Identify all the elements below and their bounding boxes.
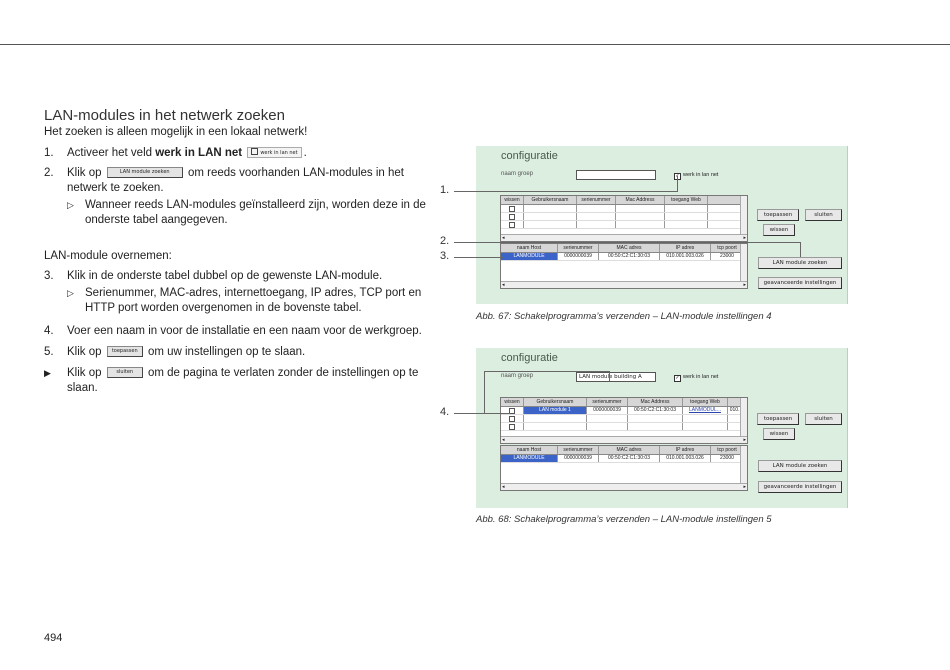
- checkbox-icon: ✓: [674, 375, 681, 382]
- callout-2-line: [454, 242, 800, 243]
- werk-in-lan-checkbox-image: werk in lan net: [247, 147, 302, 159]
- scroll-left-icon: ◂: [502, 282, 505, 288]
- table-row[interactable]: [501, 423, 747, 431]
- instructions-column: LAN-modules in het netwerk zoeken Het zo…: [44, 108, 434, 401]
- checkbox-icon: [509, 408, 515, 414]
- bottom-table: naam Host serienummer MAC adres IP adres…: [500, 243, 748, 289]
- top-table: wissen Gebruikersnaam serienummer Mac Ad…: [500, 195, 748, 242]
- wissen-button[interactable]: wissen: [763, 428, 795, 440]
- vertical-scrollbar[interactable]: [740, 244, 747, 288]
- checkbox-icon: [509, 222, 515, 228]
- subsection-title: LAN-module overnemen:: [44, 250, 172, 262]
- table-row[interactable]: [501, 415, 747, 423]
- vertical-scrollbar[interactable]: [740, 398, 747, 443]
- naam-groep-input[interactable]: [576, 170, 656, 180]
- lan-module-zoeken-button[interactable]: LAN module zoeken: [758, 460, 842, 472]
- lan-module-zoeken-button-image: LAN module zoeken: [106, 167, 183, 179]
- horizontal-scrollbar[interactable]: ◂▸: [501, 281, 747, 288]
- config-title: configuratie: [501, 352, 558, 364]
- arrow-icon: ▶: [44, 368, 51, 378]
- scroll-left-icon: ◂: [502, 484, 505, 490]
- table-row[interactable]: [501, 213, 747, 221]
- screenshot-configuratie-5: configuratie naam groep LAN module build…: [476, 348, 848, 508]
- section-title: LAN-modules in het netwerk zoeken: [44, 107, 285, 124]
- top-table: wissen Gebruikersnaam serienummer Mac Ad…: [500, 397, 748, 444]
- bottom-table-header: naam Host serienummer MAC adres IP adres…: [501, 244, 747, 253]
- table-row[interactable]: [501, 205, 747, 213]
- step-4: 4. Voer een naam in voor de installatie …: [44, 325, 422, 337]
- step-6: ▶ Klik op sluiten om de pagina te verlat…: [44, 367, 419, 394]
- naam-groep-label: naam groep: [501, 171, 534, 177]
- checkbox-icon: [509, 424, 515, 430]
- callout-4-line-up: [484, 371, 485, 413]
- step-2-result: ▷ Wanneer reeds LAN-modules geïnstalleer…: [67, 199, 426, 226]
- scroll-right-icon: ▸: [743, 282, 746, 288]
- vertical-scrollbar[interactable]: [740, 446, 747, 490]
- step-1: 1. Activeer het veld werk in LAN net wer…: [44, 147, 307, 159]
- naam-groep-input[interactable]: LAN module building A: [576, 372, 656, 382]
- geavanceerde-instellingen-button[interactable]: geavanceerde instellingen: [758, 481, 842, 493]
- callout-1-line-up: [677, 176, 678, 191]
- step-3: 3. Klik in de onderste tabel dubbel op d…: [44, 269, 434, 316]
- sluiten-button[interactable]: sluiten: [805, 413, 842, 425]
- checkbox-icon: [251, 148, 259, 156]
- callout-2: 2.: [440, 235, 450, 247]
- callout-4-line-top: [484, 371, 609, 372]
- naam-groep-label: naam groep: [501, 373, 534, 379]
- scroll-right-icon: ▸: [743, 235, 746, 241]
- horizontal-scrollbar[interactable]: ◂▸: [501, 483, 747, 490]
- callout-4: 4.: [440, 406, 450, 418]
- callout-1: 1.: [440, 184, 450, 196]
- checkbox-icon: [509, 416, 515, 422]
- sluiten-button[interactable]: sluiten: [805, 209, 842, 221]
- toepassen-button[interactable]: toepassen: [757, 209, 799, 221]
- step-5: 5. Klik op toepassen om uw instellingen …: [44, 346, 306, 358]
- bottom-table: naam Host serienummer MAC adres IP adres…: [500, 445, 748, 491]
- table-row[interactable]: LANMODULE 0000000039 00:50:C2:C1:30:03 0…: [501, 455, 747, 463]
- scroll-right-icon: ▸: [743, 484, 746, 490]
- toepassen-button[interactable]: toepassen: [757, 413, 799, 425]
- wissen-button[interactable]: wissen: [763, 224, 795, 236]
- horizontal-scrollbar[interactable]: ◂▸: [501, 234, 747, 241]
- horizontal-scrollbar[interactable]: ◂▸: [501, 436, 747, 443]
- step-2: 2. Klik op LAN module zoeken om reeds vo…: [44, 166, 434, 228]
- callout-3: 3.: [440, 250, 450, 262]
- callout-3-line: [454, 257, 504, 258]
- scroll-right-icon: ▸: [743, 437, 746, 443]
- field-name: werk in LAN net: [155, 147, 243, 159]
- top-table-header: wissen Gebruikersnaam serienummer Mac Ad…: [501, 196, 747, 205]
- callout-2-line-down: [800, 242, 801, 257]
- figure-caption-67: Abb. 67: Schakelprogramma’s verzenden – …: [476, 311, 772, 322]
- table-row[interactable]: LANMODULE 0000000039 00:50:C2:C1:30:03 0…: [501, 253, 747, 261]
- header-rule: [0, 44, 950, 45]
- bottom-table-header: naam Host serienummer MAC adres IP adres…: [501, 446, 747, 455]
- sluiten-button-image: sluiten: [106, 367, 143, 379]
- top-table-header: wissen Gebruikersnaam serienummer Mac Ad…: [501, 398, 747, 407]
- triangle-icon: ▷: [67, 288, 74, 298]
- screenshot-configuratie-4: configuratie naam groep ✓werk in lan net…: [476, 146, 848, 304]
- checkbox-icon: [509, 214, 515, 220]
- page-number: 494: [44, 632, 63, 644]
- triangle-icon: ▷: [67, 200, 74, 210]
- callout-4-line: [454, 413, 510, 414]
- toepassen-button-image: toepassen: [106, 346, 143, 358]
- table-row[interactable]: LAN module 1 0000000039 00:50:C2:C1:30:0…: [501, 407, 747, 415]
- figure-caption-68: Abb. 68: Schakelprogramma’s verzenden – …: [476, 514, 772, 525]
- table-row[interactable]: [501, 221, 747, 229]
- werk-in-lan-checkbox[interactable]: ✓werk in lan net: [674, 374, 719, 382]
- werk-in-lan-checkbox[interactable]: ✓werk in lan net: [674, 172, 718, 180]
- geavanceerde-instellingen-button[interactable]: geavanceerde instellingen: [758, 277, 842, 289]
- callout-4-line-down: [609, 371, 610, 381]
- checkbox-icon: [509, 206, 515, 212]
- callout-1-line: [454, 191, 678, 192]
- scroll-left-icon: ◂: [502, 235, 505, 241]
- intro-text: Het zoeken is alleen mogelijk in een lok…: [44, 126, 308, 138]
- scroll-left-icon: ◂: [502, 437, 505, 443]
- step-3-result: ▷ Serienummer, MAC-adres, internettoegan…: [67, 287, 422, 314]
- lan-module-zoeken-button[interactable]: LAN module zoeken: [758, 257, 842, 269]
- config-title: configuratie: [501, 150, 558, 162]
- vertical-scrollbar[interactable]: [740, 196, 747, 241]
